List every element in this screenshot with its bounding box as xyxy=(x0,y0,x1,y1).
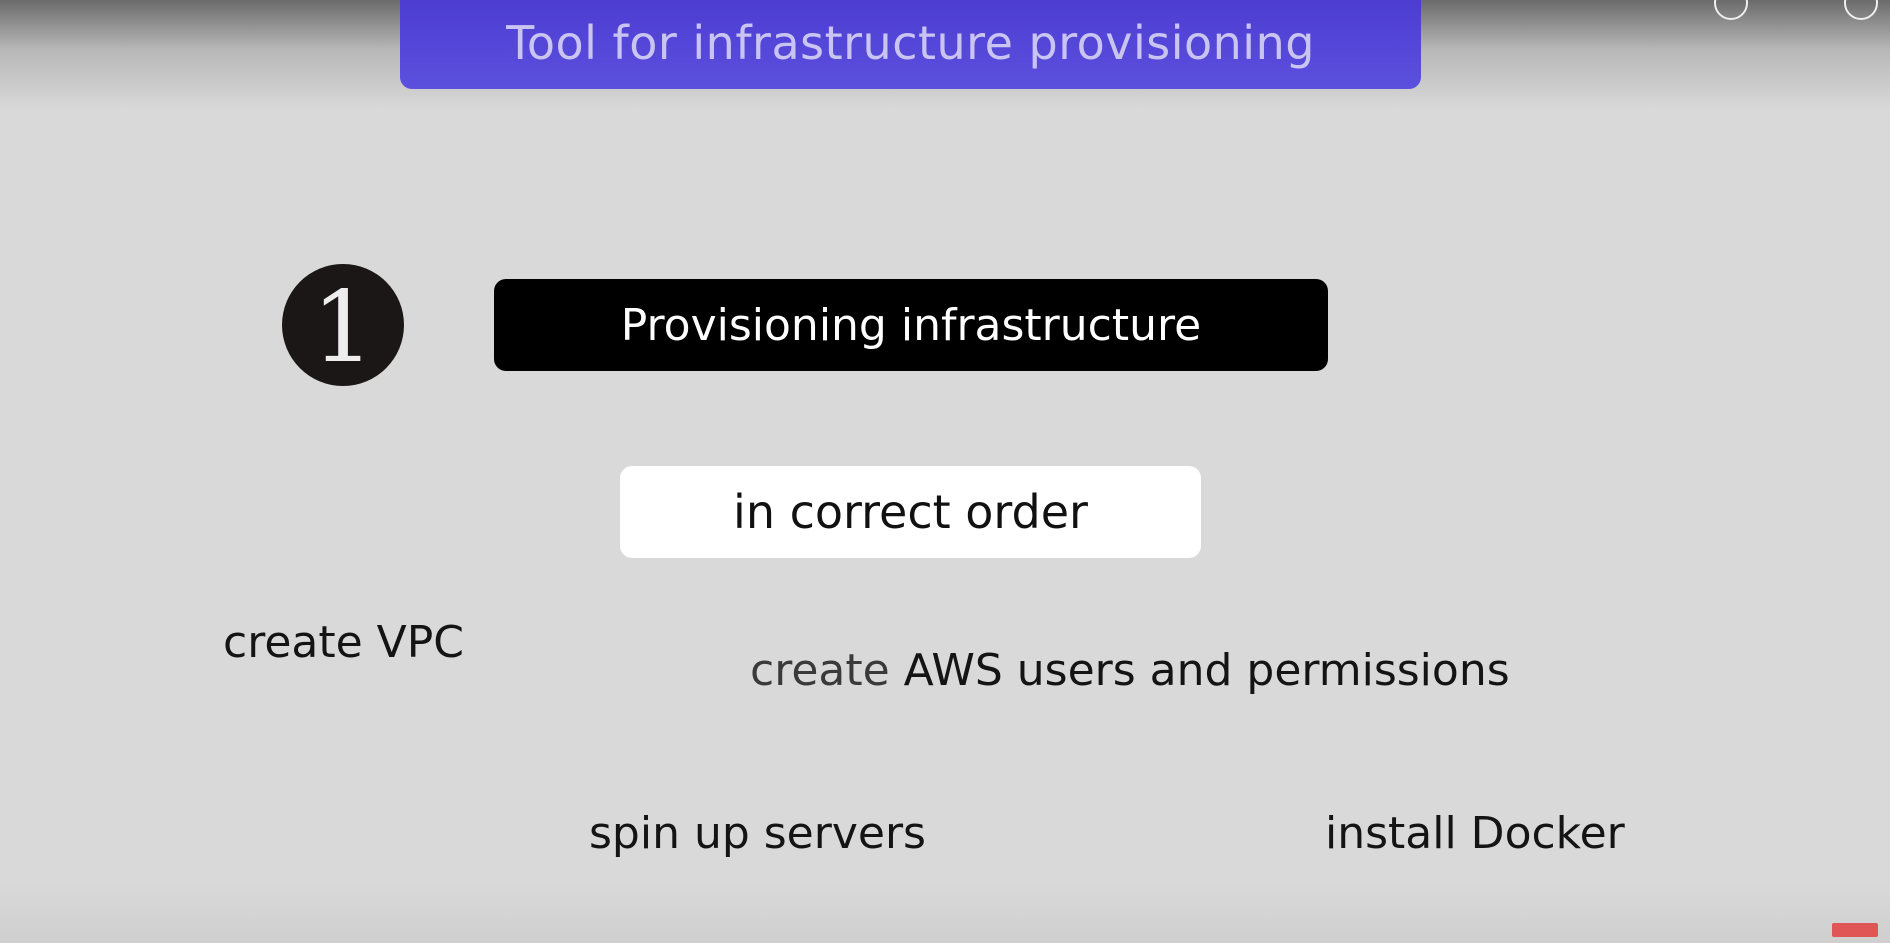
task-create-aws-users: create AWS users and permissions xyxy=(750,645,1510,696)
task-aws-rest: AWS users and permissions xyxy=(903,645,1510,696)
task-spin-up-servers: spin up servers xyxy=(589,808,926,859)
bottom-overlay-shade xyxy=(0,883,1890,943)
slide-title: Tool for infrastructure provisioning xyxy=(506,15,1315,70)
task-aws-verb: create xyxy=(750,645,890,696)
step-number: 1 xyxy=(311,271,375,385)
task-install-docker: install Docker xyxy=(1325,808,1625,859)
slide-subheading: in correct order xyxy=(733,485,1088,539)
step-number-badge: 1 xyxy=(282,264,404,386)
title-banner: Tool for infrastructure provisioning xyxy=(400,0,1421,89)
subheading-box: in correct order xyxy=(620,466,1201,558)
slide-heading: Provisioning infrastructure xyxy=(620,299,1202,351)
heading-box: Provisioning infrastructure xyxy=(494,279,1328,371)
subscribe-badge-icon[interactable] xyxy=(1832,923,1878,937)
task-create-vpc: create VPC xyxy=(223,617,465,668)
